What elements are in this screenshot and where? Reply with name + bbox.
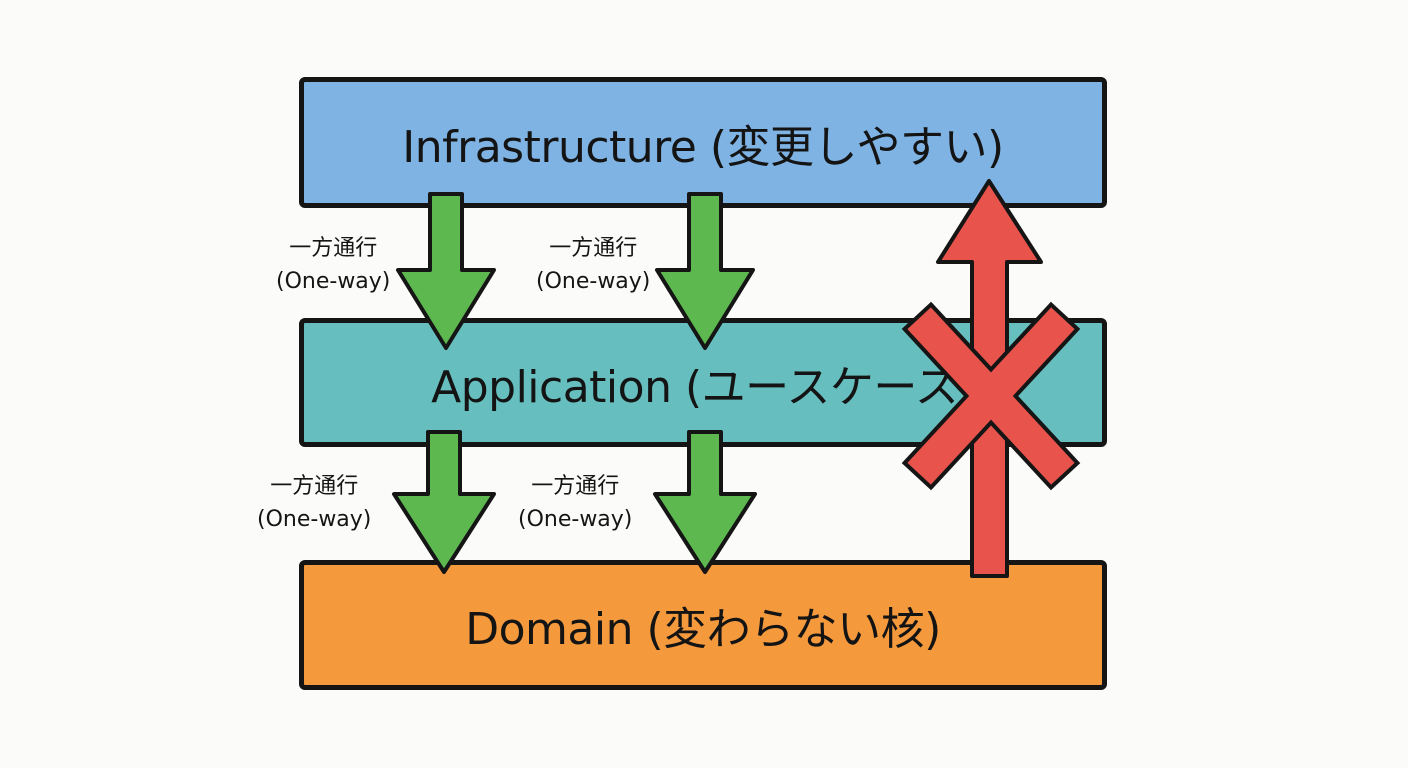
infrastructure-layer: Infrastructure (変更しやすい) [299,77,1107,208]
infrastructure-layer-label: Infrastructure (変更しやすい) [402,121,1004,173]
flow-label-en: (One-way) [257,507,372,532]
flow-label-en: (One-way) [518,507,633,532]
flow-label-en: (One-way) [536,269,651,294]
flow-label-ja: 一方通行 [531,474,620,499]
application-layer: Application (ユースケース) [299,318,1107,447]
domain-layer: Domain (変わらない核) [299,560,1107,690]
flow-label-infra-app-left: 一方通行 (One-way) [276,232,390,298]
flow-label-app-domain-right: 一方通行 (One-way) [518,470,632,536]
down-arrow-app-to-domain-left [392,430,496,574]
flow-label-ja: 一方通行 [549,236,638,261]
flow-label-app-domain-left: 一方通行 (One-way) [257,470,371,536]
flow-label-ja: 一方通行 [270,474,359,499]
down-arrow-app-to-domain-right [653,430,757,574]
flow-label-en: (One-way) [276,269,391,294]
flow-label-infra-app-right: 一方通行 (One-way) [536,232,650,298]
flow-label-ja: 一方通行 [289,236,378,261]
domain-layer-label: Domain (変わらない核) [465,604,941,655]
application-layer-label: Application (ユースケース) [431,361,975,413]
